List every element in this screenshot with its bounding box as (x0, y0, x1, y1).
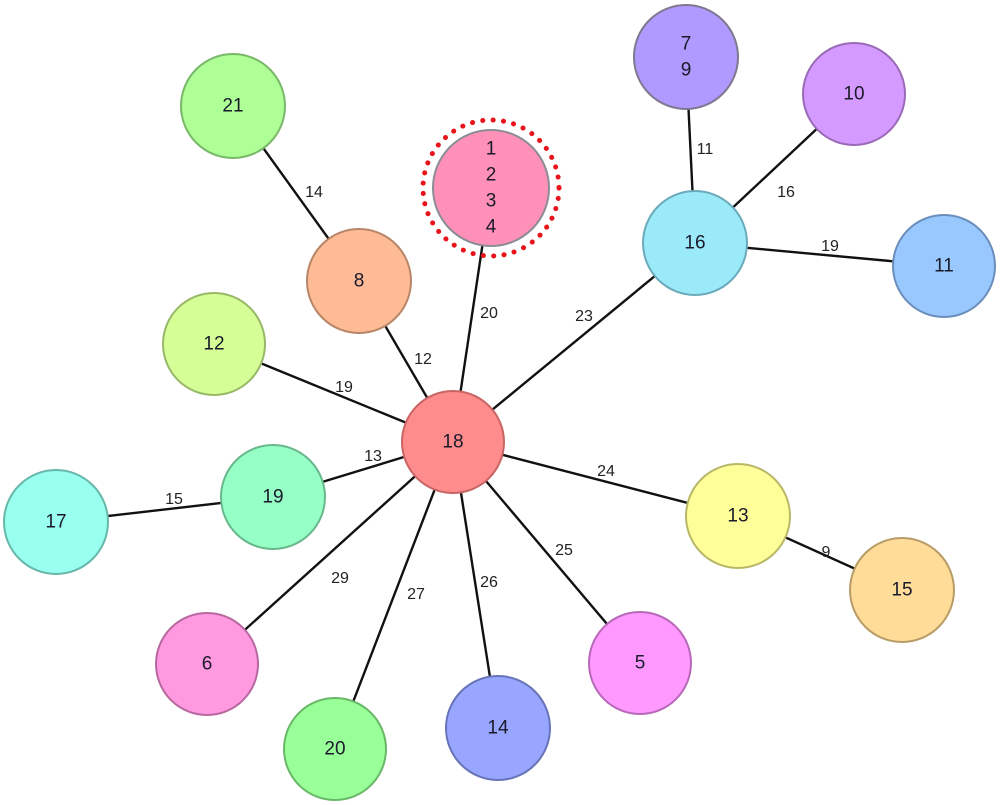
node-label: 14 (487, 718, 509, 739)
node-circle[interactable] (802, 42, 906, 146)
node-label: 5 (635, 653, 646, 674)
node-label: 8 (354, 271, 365, 292)
node-label: 20 (324, 739, 345, 760)
edge-weight-label: 24 (597, 463, 615, 480)
edge-weight-label: 11 (697, 141, 714, 158)
node-15[interactable]: 15 (849, 537, 955, 643)
node-circle[interactable] (283, 697, 387, 801)
node-circle[interactable] (180, 53, 286, 159)
edge-weight-label: 20 (480, 305, 498, 322)
node-6[interactable]: 6 (155, 612, 259, 716)
node-label: 2 (486, 165, 497, 186)
node-circle[interactable] (162, 292, 266, 396)
node-16[interactable]: 16 (642, 190, 748, 296)
node-label: 7 (681, 34, 692, 55)
node-label: 9 (681, 60, 692, 81)
node-circle[interactable] (220, 444, 326, 550)
node-1-2-3-4[interactable]: 1 2 3 4 (420, 117, 562, 259)
node-5[interactable]: 5 (588, 611, 692, 715)
node-10[interactable]: 10 (802, 42, 906, 146)
edge-6-to-18 (205, 440, 455, 666)
node-label: 13 (727, 506, 748, 527)
node-label: 10 (843, 84, 864, 105)
node-12[interactable]: 12 (162, 292, 266, 396)
node-circle[interactable] (685, 463, 791, 569)
node-label: 18 (442, 432, 463, 453)
node-17[interactable]: 17 (3, 469, 109, 575)
edge-weight-label: 19 (335, 379, 353, 396)
node-label: 3 (486, 191, 497, 212)
node-label: 21 (222, 96, 243, 117)
edge-weight-label: 12 (414, 351, 432, 368)
node-circle[interactable] (3, 469, 109, 575)
edge-weight-label: 9 (822, 544, 831, 561)
node-label: 6 (202, 654, 213, 675)
node-8[interactable]: 8 (306, 228, 412, 334)
node-label: 15 (891, 580, 912, 601)
node-label: 4 (486, 217, 497, 238)
node-circle[interactable] (155, 612, 259, 716)
edge-weight-label: 14 (305, 184, 323, 201)
node-11[interactable]: 11 (892, 214, 996, 318)
edge-weight-label: 19 (821, 238, 839, 255)
edge-weight-label: 23 (575, 308, 593, 325)
node-circle[interactable] (401, 390, 505, 494)
node-label: 19 (262, 487, 283, 508)
node-19[interactable]: 19 (220, 444, 326, 550)
node-circle[interactable] (892, 214, 996, 318)
node-14[interactable]: 14 (445, 675, 551, 781)
edge-20-to-18 (333, 440, 455, 751)
node-20[interactable]: 20 (283, 697, 387, 801)
node-circle[interactable] (633, 4, 739, 110)
node-label: 17 (45, 512, 66, 533)
node-21[interactable]: 21 (180, 53, 286, 159)
node-circle[interactable] (642, 190, 748, 296)
edge-weight-label: 26 (480, 574, 498, 591)
edge-weight-label: 25 (555, 542, 573, 559)
edge-weight-label: 27 (407, 586, 425, 603)
edge-weight-label: 16 (777, 184, 795, 201)
node-label: 1 (486, 139, 497, 160)
node-circle[interactable] (306, 228, 412, 334)
edge-weight-label: 15 (165, 491, 183, 508)
node-7-9[interactable]: 79 (633, 4, 739, 110)
edge-weight-label: 29 (331, 570, 349, 587)
node-circle[interactable] (588, 611, 692, 715)
selection-highlight-ring (420, 117, 562, 259)
edge-weight-label: 13 (364, 448, 382, 465)
node-label: 12 (203, 334, 224, 355)
node-18[interactable]: 18 (401, 390, 505, 494)
node-13[interactable]: 13 (685, 463, 791, 569)
node-label: 11 (934, 256, 954, 277)
node-circle[interactable] (849, 537, 955, 643)
node-circle[interactable] (445, 675, 551, 781)
node-label: 16 (684, 233, 705, 254)
node-circle[interactable] (432, 129, 550, 247)
